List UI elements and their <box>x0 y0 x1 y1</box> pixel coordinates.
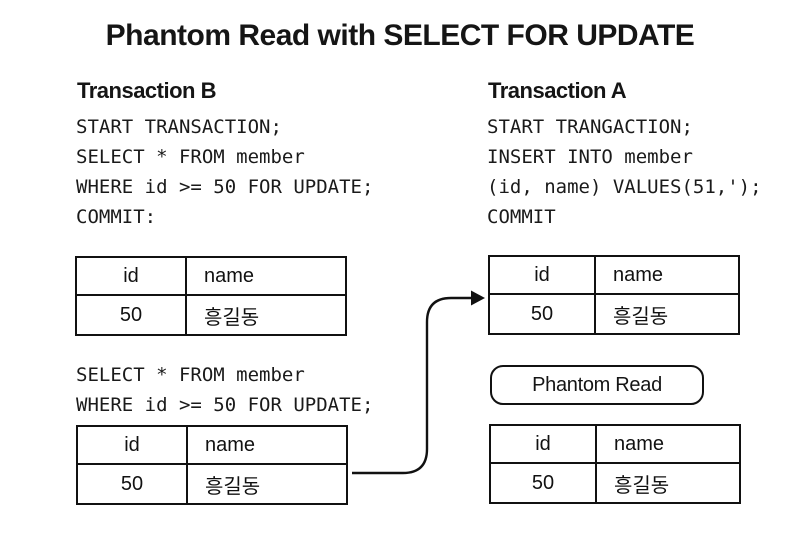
table-cell-name: 흥길동 <box>204 306 260 329</box>
table-cell-id: 50 <box>490 295 596 333</box>
table-cell-id: 50 <box>491 464 597 502</box>
table-header-id: id <box>490 257 596 295</box>
table-cell-name: 흥길동 <box>205 475 261 498</box>
phantom-read-badge: Phantom Read <box>490 365 704 405</box>
table-header-id: id <box>77 258 187 296</box>
transaction-b-heading: Transaction B <box>77 78 216 103</box>
code-line: WHERE id >= 50 FOR UPDATE; <box>76 176 374 198</box>
code-line: COMMIT: <box>76 206 157 228</box>
code-line: SELECT * FROM member <box>76 146 305 168</box>
table-a-bottom: id name 50 흥길동 <box>489 424 741 504</box>
table-header-name: name <box>188 427 346 465</box>
table-header-id: id <box>78 427 188 465</box>
table-b-bottom: id name 50 흥길동 <box>76 425 348 505</box>
transaction-b-code-block-2: SELECT * FROM member WHERE id >= 50 FOR … <box>76 360 373 420</box>
code-line: WHERE id >= 50 FOR UPDATE; <box>76 394 374 416</box>
table-header-name: name <box>597 426 739 464</box>
table-header-name: name <box>596 257 738 295</box>
transaction-b-code-block-1: START TRANSACTION; SELECT * FROM member … <box>76 112 373 232</box>
code-line: COMMIT <box>487 206 556 228</box>
table-a-top: id name 50 흥길동 <box>488 255 740 335</box>
table-b-top: id name 50 흥길동 <box>75 256 347 336</box>
code-line: (id, name) VALUES(51,'); <box>487 176 762 198</box>
transaction-a-code-block: START TRANGACTION; INSERT INTO member (i… <box>487 112 762 232</box>
code-line: INSERT INTO member <box>487 146 693 168</box>
table-header-id: id <box>491 426 597 464</box>
code-line: START TRANSACTION; <box>76 116 282 138</box>
table-cell-id: 50 <box>78 465 188 503</box>
table-cell-name: 흥길동 <box>613 305 669 328</box>
table-cell-id: 50 <box>77 296 187 334</box>
table-header-name: name <box>187 258 345 296</box>
table-cell-name: 흥길동 <box>614 474 670 497</box>
transaction-a-heading: Transaction A <box>488 78 627 103</box>
code-line: START TRANGACTION; <box>487 116 693 138</box>
code-line: SELECT * FROM member <box>76 364 305 386</box>
diagram-title: Phantom Read with SELECT FOR UPDATE <box>105 19 695 52</box>
